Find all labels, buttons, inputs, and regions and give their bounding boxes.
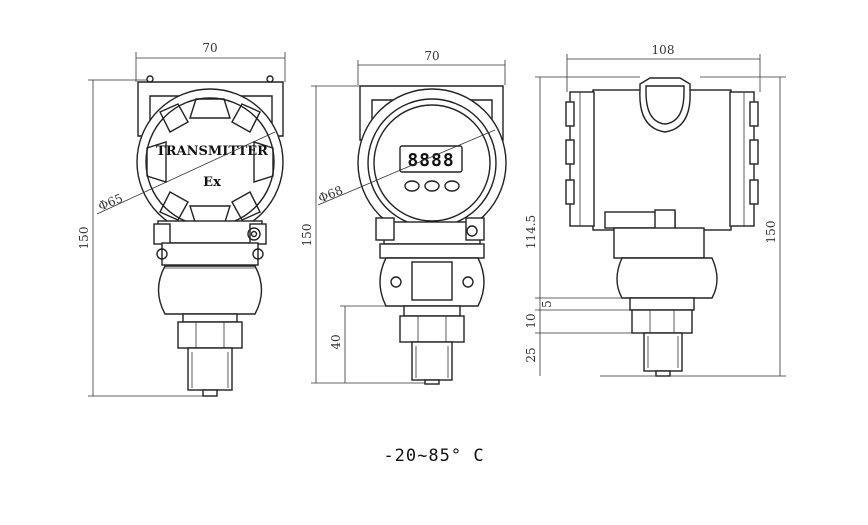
display-button-1: [404, 180, 420, 192]
temperature-range: -20~85° C: [383, 446, 485, 466]
front-label-transmitter: TRANSMITTER: [156, 144, 268, 159]
display-lower-dim: 40: [329, 334, 343, 349]
front-label-ex: Ex: [203, 175, 221, 190]
front-view: 70 150 TRANSMITTER Ex Φ65: [77, 41, 286, 397]
side-dim-5: 5: [540, 300, 554, 308]
display-width-dim: 70: [424, 49, 439, 63]
front-diameter-dim: Φ65: [96, 191, 125, 213]
side-height-dim: 150: [764, 221, 778, 244]
side-dim-10: 10: [524, 313, 538, 328]
side-view: 108 150 114.5 5 10 25: [524, 43, 786, 377]
display-button-2: [424, 180, 440, 192]
front-height-dim: 150: [77, 227, 91, 250]
side-upper-dim: 114.5: [524, 215, 538, 249]
side-width-dim: 108: [652, 43, 675, 57]
display-button-3: [444, 180, 460, 192]
lcd-display: [399, 145, 463, 173]
side-dim-25: 25: [524, 347, 538, 362]
lcd-digits: 8888: [407, 150, 454, 171]
front-width-dim: 70: [202, 41, 217, 55]
display-height-dim: 150: [300, 224, 314, 247]
display-view: 70 150 40 8888 Φ68: [300, 49, 507, 385]
display-diameter-dim: Φ68: [316, 183, 345, 205]
